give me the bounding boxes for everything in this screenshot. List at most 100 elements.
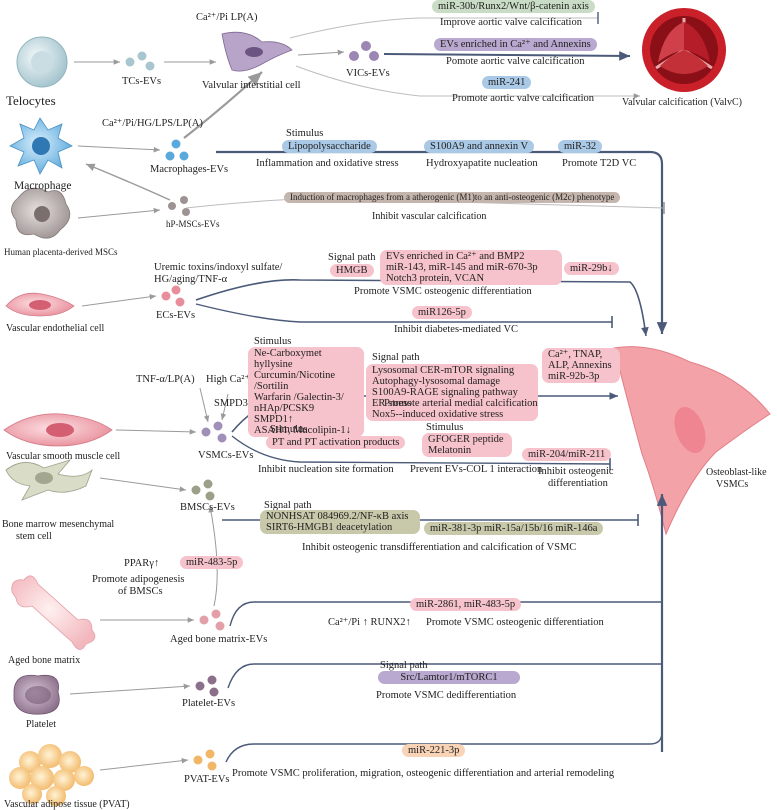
mir483-box: miR-483-5p [180,556,244,570]
vic-stimulus: Ca²⁺/Pi LP(A) [196,12,258,23]
ec-evs-line3: Notch3 protein, VCAN [386,273,485,285]
bmsc-inhibit-label: Inhibit osteogenic transdifferentiation … [302,542,577,553]
promote-valve-2: Promote aortic valve calcification [452,93,594,104]
ec-stimulus-line2: HG/aging/TNF-α [154,274,228,285]
osteoblast-label-line1: Osteoblast-like [706,467,767,478]
bmsc-cell-icon [5,459,93,501]
mir241-box: miR-241 [482,76,532,90]
bmsc-signal-header: Signal path [264,500,312,511]
platelet-label: Platelet [26,719,56,730]
ec-evs-line2: miR-143, miR-145 and miR-670-3p [386,262,538,274]
vsmc-signal-header: Signal path [372,352,420,363]
vsmc-stim-1: Curcumin/Nicotine /Sortilin [254,370,336,393]
vics-ev-dots [349,41,379,61]
bmscs-evs-label: BMSCs-EVs [180,502,235,513]
smooth-muscle-cell-icon [3,413,113,447]
mir30b-box: miR-30b/Runx2/Wnt/β-catenin axis [432,0,595,14]
vsmc-ca-box: Ca²⁺, TNAP, ALP, Annexins miR-92b-3p [542,348,620,384]
valve-icon [642,8,726,92]
lps-box: Lipopolysaccharide [282,140,377,154]
macrophage-stimulus: Ca²⁺/Pi/HG/LPS/LP(A) [102,118,203,129]
valvc-label: Valvular calcification (ValvC) [622,97,742,108]
pparg-label: PPARγ↑ [124,558,160,569]
mir32-box: miR-32 [558,140,603,154]
placenta-msc-label: Human placenta-derived MSCs [4,247,118,257]
placenta-msc-cell-icon [11,187,71,239]
endothelial-cell-icon [5,292,75,317]
macrophage-label: Macrophage [14,180,72,192]
ec-evs-line1: EVs enriched in Ca²⁺ and BMP2 [386,251,525,262]
aged-bone-label: Aged bone matrix [8,655,81,666]
gfoger-line2: Melatonin [428,445,472,457]
macro-stimulus-header: Stimulus [286,128,324,139]
telocyte-cell-icon [16,36,68,88]
vsmc-sig-2: S100A9-RAGE signaling pathway [372,387,518,399]
bmsc-label-line1: Bone marrow mesenchymal [2,519,115,530]
src-box: Src/Lamtor1/mTORC1 [378,671,520,685]
mir221-box: miR-221-3p [402,744,466,758]
adipogenesis-line1: Promote adipogenesis [92,574,185,585]
vsmc-pt-stimulus-header: Stimulus [270,424,308,435]
mir29b-box: miR-29b↓ [564,262,619,276]
pvat-promote-label: Promote VSMC proliferation, migration, o… [232,768,615,779]
pvat-evs-label: PVAT-EVs [184,774,230,785]
source-arrows [69,49,345,771]
platelet-promote-label: Promote VSMC dedifferentiation [376,690,517,701]
vsmc-gfoger-stimulus-header: Stimulus [426,422,464,433]
vsmc-stimulus-header: Stimulus [254,336,292,347]
aged-bone-evs-label: Aged bone matrix-EVs [170,634,268,645]
smooth-muscle-label: Vascular smooth muscle cell [6,451,121,462]
vsmc-promote-label: Promote arterial medial calcification [384,398,538,409]
aged-bone-promote-label: Promote VSMC osteogenic differentiation [426,617,604,628]
gfoger-line1: GFOGER peptide [428,434,504,445]
vsmc-stim-2: Warfarin /Galectin-3/ [254,392,344,404]
vsmc-stimulus-left: TNF-α/LP(A) [136,374,195,385]
vsmc-stim-3: nHAp/PCSK9 [254,403,315,415]
gfoger-box: GFOGER peptide Melatonin [422,433,512,458]
macrophages-evs-label: Macrophages-EVs [150,164,229,175]
platelet-signal-header: Signal path [380,660,428,671]
hpmscs-evs-label: hP-MSCs-EVs [166,219,220,229]
tcs-ev-dots [125,51,155,71]
t2d-label: Promote T2D VC [562,158,637,169]
inhibit-vc-label: Inhibit vascular calcification [372,211,487,222]
adipose-tissue-icon [9,744,94,806]
bmsc-mirs-box: miR-381-3p miR-15a/15b/16 miR-146a [424,522,604,536]
m2c-induction-box: Induction of macrophages from a atheroge… [284,192,621,204]
vsmc-signal-box: Lysosomal CER-mTOR signaling Autophagy-l… [366,364,538,422]
vsmc-sig-3: ER stress [372,398,412,410]
vsmc-stim-0: Ne-Carboxymet hyllysine [254,348,322,371]
pt-box: PT and PT activation products [266,436,406,450]
osteoblast-like-vsmc-icon [613,346,771,536]
bmsc-label-line2: stem cell [16,531,52,542]
smpd3-label: SMPD3↑ [214,398,254,409]
valve-pathway-lines [289,12,640,99]
hydroxyapatite-label: Hydroxyapatite nucleation [426,158,538,169]
inhibit-osteo-line2: differentiation [548,478,608,489]
platelet-ev-dots [195,675,219,697]
bmsc-signal-box: NONHSAT 084969.2/NF-κB axis SIRT6-HMGB1 … [260,510,420,535]
promote-valve-1: Pomote aortic valve calcification [446,56,585,67]
tcs-evs-label: TCs-EVs [122,76,162,87]
aged-bone-mirs-box: miR-2861, miR-483-5p [410,598,522,612]
vsmc-stim-5: ASAH1, Mucolipin-1↓ [254,425,351,437]
inhibit-nucleation-label: Inhibit nucleation site formation [258,464,394,475]
vsmc-sig-0: Lysosomal CER-mTOR signaling [372,365,515,376]
vsmc-ev-dots [201,421,227,443]
aged-bone-ev-dots [199,609,225,631]
hmgb-box: HMGB [330,264,374,278]
platelet-evs-label: Platelet-EVs [182,698,236,709]
valvular-interstitial-cell-icon [221,31,293,72]
vsmc-stimulus-ca: High Ca²⁺ [206,374,250,385]
ecs-evs-label: ECs-EVs [156,310,196,321]
macrophage-ev-dots [165,139,189,161]
vsmc-ca-0: Ca²⁺, TNAP, [548,349,603,360]
telocytes-label: Telocytes [6,93,56,108]
platelet-icon [13,674,60,715]
mir126-box: miR126-5p [412,306,472,320]
improve-label: Improve aortic valve calcification [440,17,582,28]
vsmc-stimulus-box: Ne-Carboxymet hyllysine Curcumin/Nicotin… [248,347,364,438]
vics-evs-label: VICs-EVs [346,68,390,79]
endothelial-label: Vascular endothelial cell [6,323,105,334]
